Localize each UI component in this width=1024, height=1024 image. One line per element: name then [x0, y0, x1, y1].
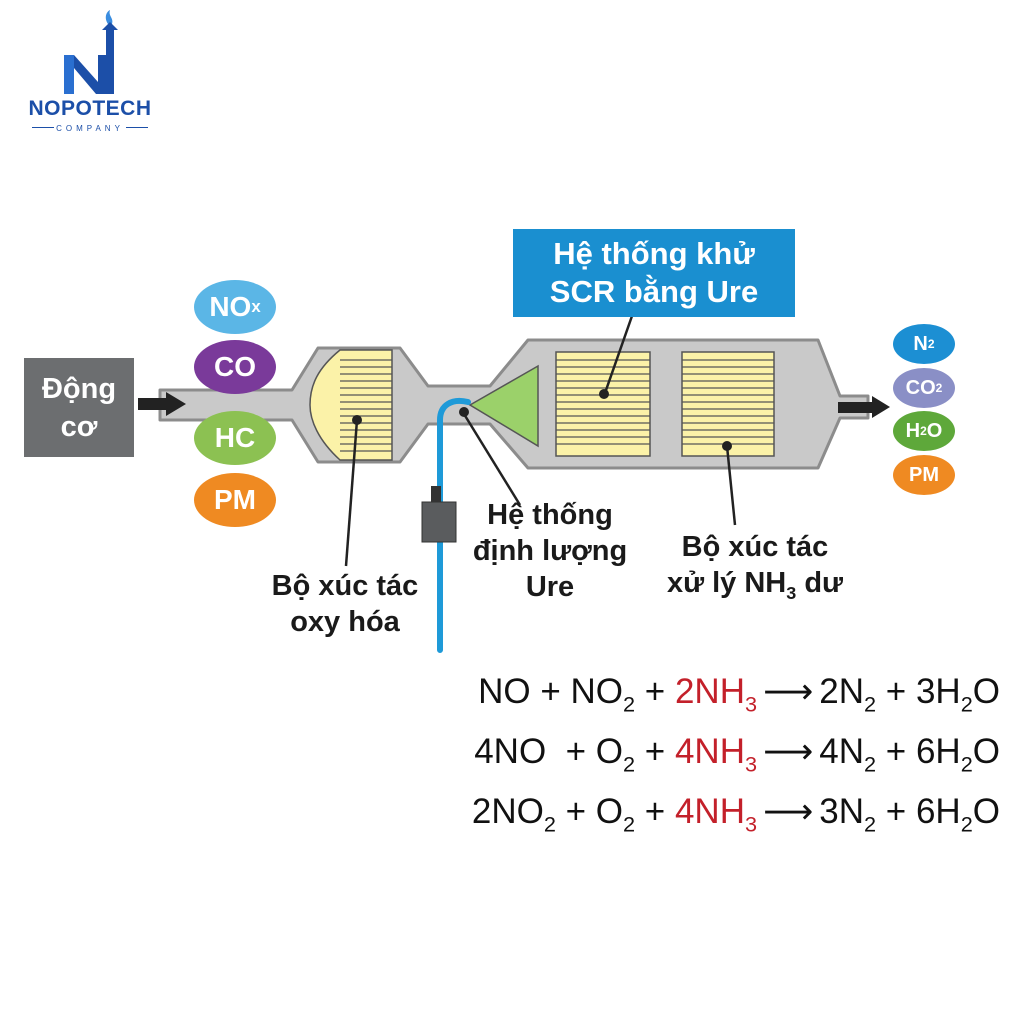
leader-dosing — [462, 413, 522, 506]
inlet-arrow-icon — [138, 392, 186, 416]
equation-2: 4NO + O2 + 4NH3⟶4N2 + 6H2O — [474, 732, 1000, 777]
leader-oxidation — [344, 419, 359, 567]
scr-title-line1: Hệ thống khử — [553, 236, 755, 271]
leader-dot-scr — [599, 389, 609, 399]
equation-3: 2NO2 + O2 + 4NH3⟶3N2 + 6H2O — [471, 792, 1000, 837]
leader-dot-nh3 — [722, 441, 732, 451]
output-gas-pm: PM — [893, 455, 955, 495]
scr-catalyst — [555, 351, 651, 457]
outlet-arrow-icon — [838, 396, 890, 418]
logo-name: NOPOTECH — [28, 97, 152, 120]
reaction-arrow-icon: ⟶ — [763, 792, 814, 831]
input-gas-hc: HC — [194, 411, 276, 465]
input-gas-co: CO — [194, 340, 276, 394]
logo-subtitle: COMPANY — [54, 124, 126, 133]
equation-1: NO + NO2 + 2NH3⟶2N2 + 3H2O — [478, 672, 1000, 717]
reaction-arrow-icon: ⟶ — [763, 672, 814, 711]
input-gas-pm: PM — [194, 473, 276, 527]
scr-title-line2: SCR bằng Ure — [549, 274, 759, 309]
engine-box: Động cơ — [24, 358, 134, 457]
leader-nh3 — [725, 445, 737, 526]
engine-label-line1: Động — [41, 372, 117, 405]
logo-mark-icon — [64, 10, 118, 94]
leader-dot-oxidation — [352, 415, 362, 425]
leader-scr — [603, 315, 634, 394]
dosing-pump-icon — [421, 486, 457, 543]
urea-injector-cone — [468, 364, 539, 448]
nh3-slip-catalyst — [681, 351, 775, 457]
leader-dot-dosing — [459, 407, 469, 417]
reaction-arrow-icon: ⟶ — [763, 732, 814, 771]
oxidation-catalyst — [309, 349, 393, 461]
urea-line — [437, 398, 471, 653]
engine-label-line2: cơ — [60, 410, 98, 443]
